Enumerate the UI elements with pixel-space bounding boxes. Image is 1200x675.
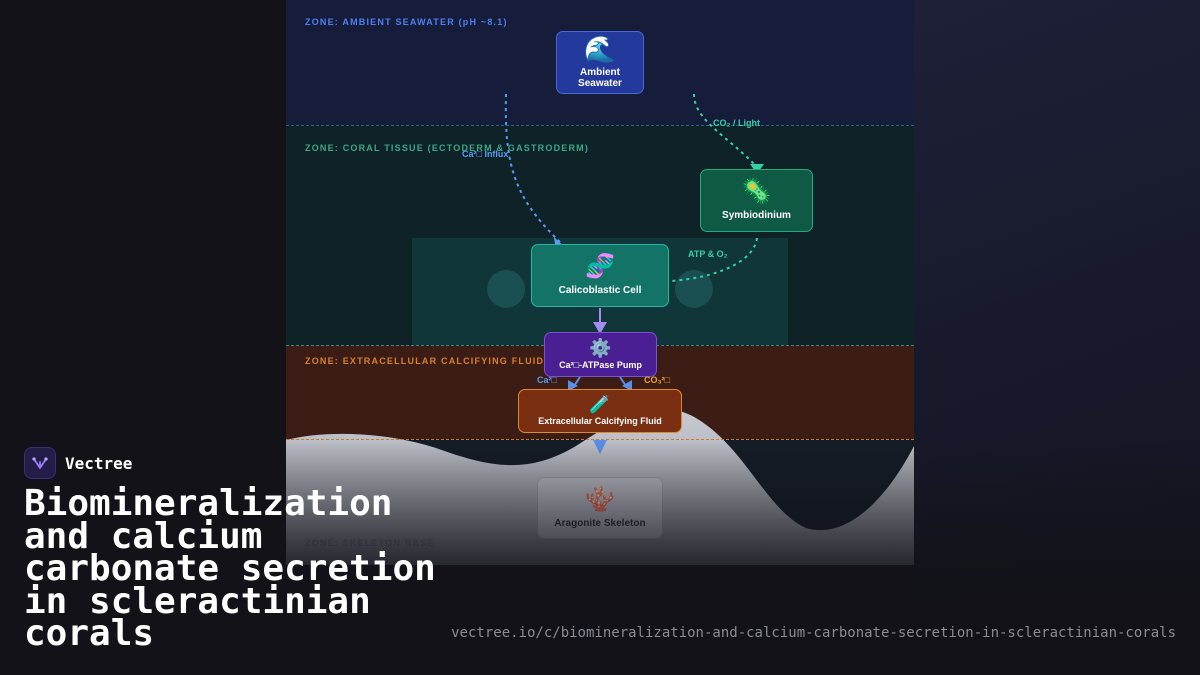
gear-icon: ⚙️	[589, 338, 612, 358]
node-atpase-pump[interactable]: ⚙️ Ca²□-ATPase Pump	[544, 332, 657, 377]
dna-icon: 🧬	[585, 253, 615, 280]
node-aragonite-skeleton[interactable]: 🪸 Aragonite Skeleton	[537, 477, 663, 539]
edge-label-co2-light: CO₂ / Light	[713, 118, 760, 128]
edge-seawater-to-calicoblastic	[504, 93, 565, 247]
wave-icon: 🌊	[583, 34, 617, 64]
node-label: Symbiodinium	[722, 210, 791, 221]
edge-label-atp-o2: ATP & O₂	[688, 249, 728, 259]
arrowhead-pump-in	[593, 322, 607, 334]
arrowhead-ecf-ca	[568, 380, 578, 391]
node-label: Extracellular Calcifying Fluid	[538, 416, 662, 426]
edge-label-ca-influx: Ca²□ Influx	[462, 149, 509, 159]
edge-label-ca: Ca²□	[537, 375, 557, 385]
arrowhead-ecf-co3	[622, 380, 632, 391]
tissue-vesicle-right	[675, 270, 713, 308]
brand-name: Vectree	[65, 453, 133, 473]
node-symbiodinium[interactable]: 🦠 Symbiodinium	[700, 169, 813, 232]
node-label: Aragonite Skeleton	[554, 517, 646, 529]
edge-label-co3: CO₃²□	[644, 375, 671, 385]
arrowhead-skeleton-in	[593, 440, 607, 454]
test-tube-icon: 🧪	[589, 395, 611, 414]
vectree-logo-icon	[24, 447, 56, 479]
page-url[interactable]: vectree.io/c/biomineralization-and-calci…	[451, 625, 1176, 641]
coral-icon: 🪸	[585, 485, 615, 513]
node-calcifying-fluid[interactable]: 🧪 Extracellular Calcifying Fluid	[518, 389, 682, 433]
node-label: Ca²□-ATPase Pump	[559, 360, 642, 370]
zone-label-ecf: ZONE: EXTRACELLULAR CALCIFYING FLUID	[305, 356, 545, 366]
zone-divider	[286, 439, 914, 440]
zone-label-seawater: ZONE: AMBIENT SEAWATER (pH ~8.1)	[305, 17, 508, 27]
edge-seawater-to-symbiodinium	[693, 93, 757, 167]
diagram-canvas: ZONE: AMBIENT SEAWATER (pH ~8.1) ZONE: C…	[286, 0, 914, 565]
brand[interactable]: Vectree	[24, 447, 132, 479]
node-ambient-seawater[interactable]: 🌊 Ambient Seawater	[556, 31, 644, 94]
node-label: Ambient Seawater	[578, 67, 622, 89]
node-label: Calicoblastic Cell	[558, 285, 642, 296]
zone-label-tissue: ZONE: CORAL TISSUE (ECTODERM & GASTRODER…	[305, 143, 590, 153]
zone-divider	[286, 125, 914, 126]
background-panel-right	[914, 0, 1200, 675]
page-title: Biomineralization and calcium carbonate …	[24, 483, 436, 654]
edge-symbiodinium-to-calicoblastic	[669, 237, 758, 282]
microbe-icon: 🦠	[741, 178, 772, 205]
node-calicoblastic-cell[interactable]: 🧬 Calicoblastic Cell	[531, 244, 669, 307]
tissue-vesicle-left	[487, 270, 525, 308]
